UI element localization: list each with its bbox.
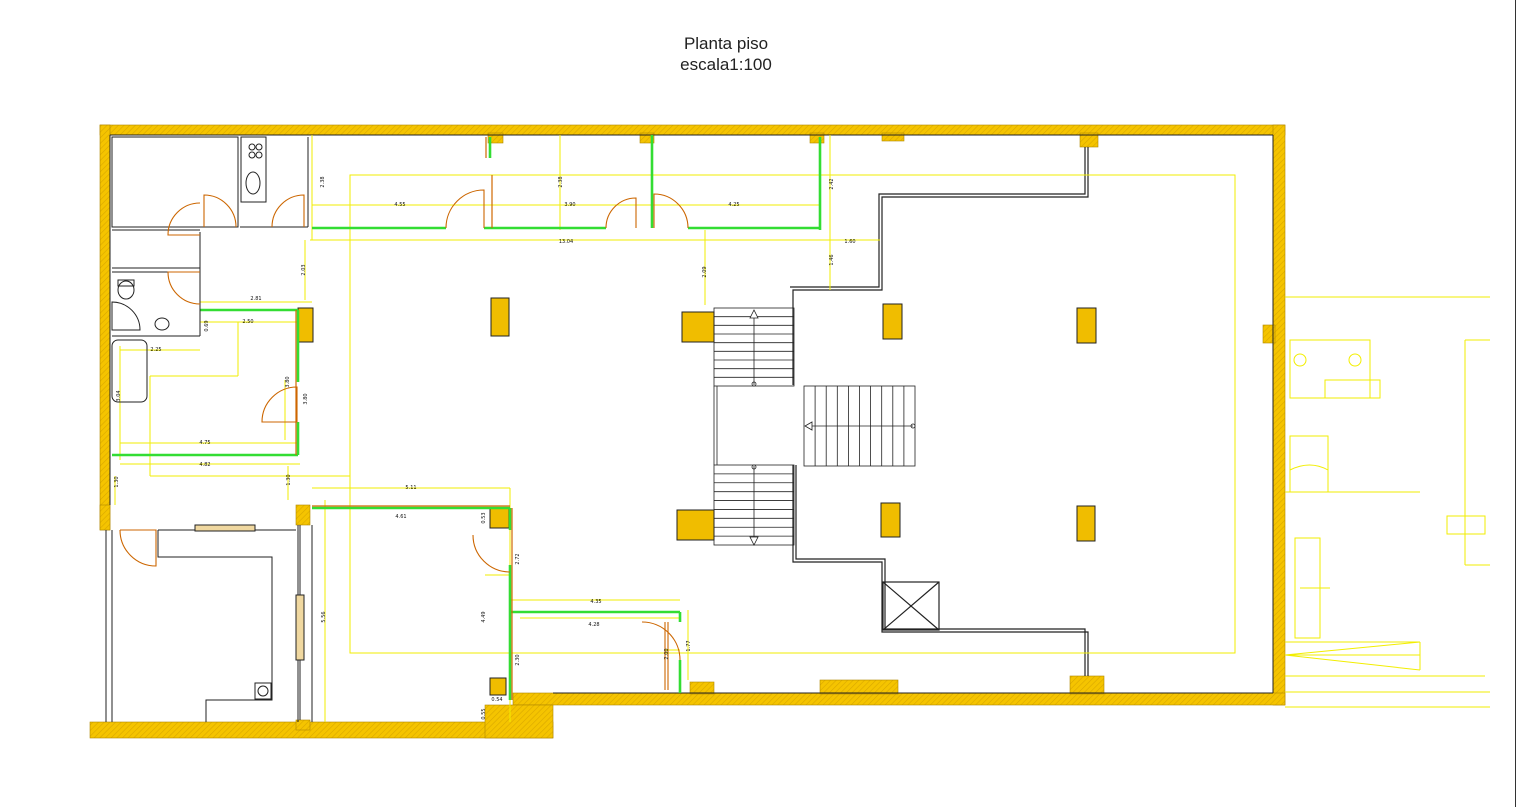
plan-scale: escala1:100: [680, 55, 772, 74]
dim-label: 2.81: [250, 296, 261, 302]
dim-label: 4.75: [199, 440, 210, 446]
dim-label: 0.54: [491, 697, 502, 703]
dim-label: 4.25: [728, 202, 739, 208]
partition-edges: [295, 137, 513, 700]
dim-label: 4.49: [481, 611, 487, 622]
dim-label: 1.60: [844, 239, 855, 245]
plan-title: Planta piso: [683, 34, 769, 53]
dimension-labels: 2.38 4.55 2.38 3.90 4.25 2.42 13.04 1.60…: [114, 176, 856, 719]
dim-label: 2.09: [702, 266, 708, 277]
dim-label: 5.56: [321, 611, 327, 622]
dim-label: 3.90: [564, 202, 575, 208]
dim-label: 2.03: [301, 264, 307, 275]
dim-label: 2.38: [558, 176, 564, 187]
wall-lines: [105, 134, 1274, 722]
dim-label: 2.72: [515, 553, 521, 564]
dim-label: 13.04: [559, 239, 573, 245]
dim-label: 2.38: [320, 176, 326, 187]
interior-walls: [111, 136, 309, 722]
dim-label: 3.04: [116, 390, 122, 401]
dim-label: 0.69: [204, 320, 210, 331]
stairs: [713, 307, 916, 546]
dim-label: 4.61: [395, 514, 406, 520]
columns: [297, 297, 1097, 696]
dim-label: 2.42: [829, 178, 835, 189]
dim-label: 4.28: [588, 622, 599, 628]
dim-label: 4.55: [394, 202, 405, 208]
dim-label: 1.30: [114, 476, 120, 487]
dim-label: 5.11: [405, 485, 416, 491]
dim-label: 2.00: [664, 648, 670, 659]
guide-lines: [114, 135, 1490, 722]
partitions: [112, 135, 822, 700]
dim-label: 2.50: [242, 319, 253, 325]
dim-label: 2.25: [150, 347, 161, 353]
dim-label: 2.30: [515, 654, 521, 665]
dim-label: 0.55: [481, 708, 487, 719]
dim-label: 3.80: [303, 393, 309, 404]
core-walls: [790, 147, 1089, 676]
dim-label: 0.53: [481, 512, 487, 523]
dim-label: 1.77: [686, 640, 692, 651]
dim-label: 3.80: [285, 376, 291, 387]
dim-label: 1.46: [829, 254, 835, 265]
doors: [119, 189, 689, 690]
dim-label: 4.82: [199, 462, 210, 468]
dim-label: 4.35: [590, 599, 601, 605]
dim-label: 1.30: [286, 474, 292, 485]
